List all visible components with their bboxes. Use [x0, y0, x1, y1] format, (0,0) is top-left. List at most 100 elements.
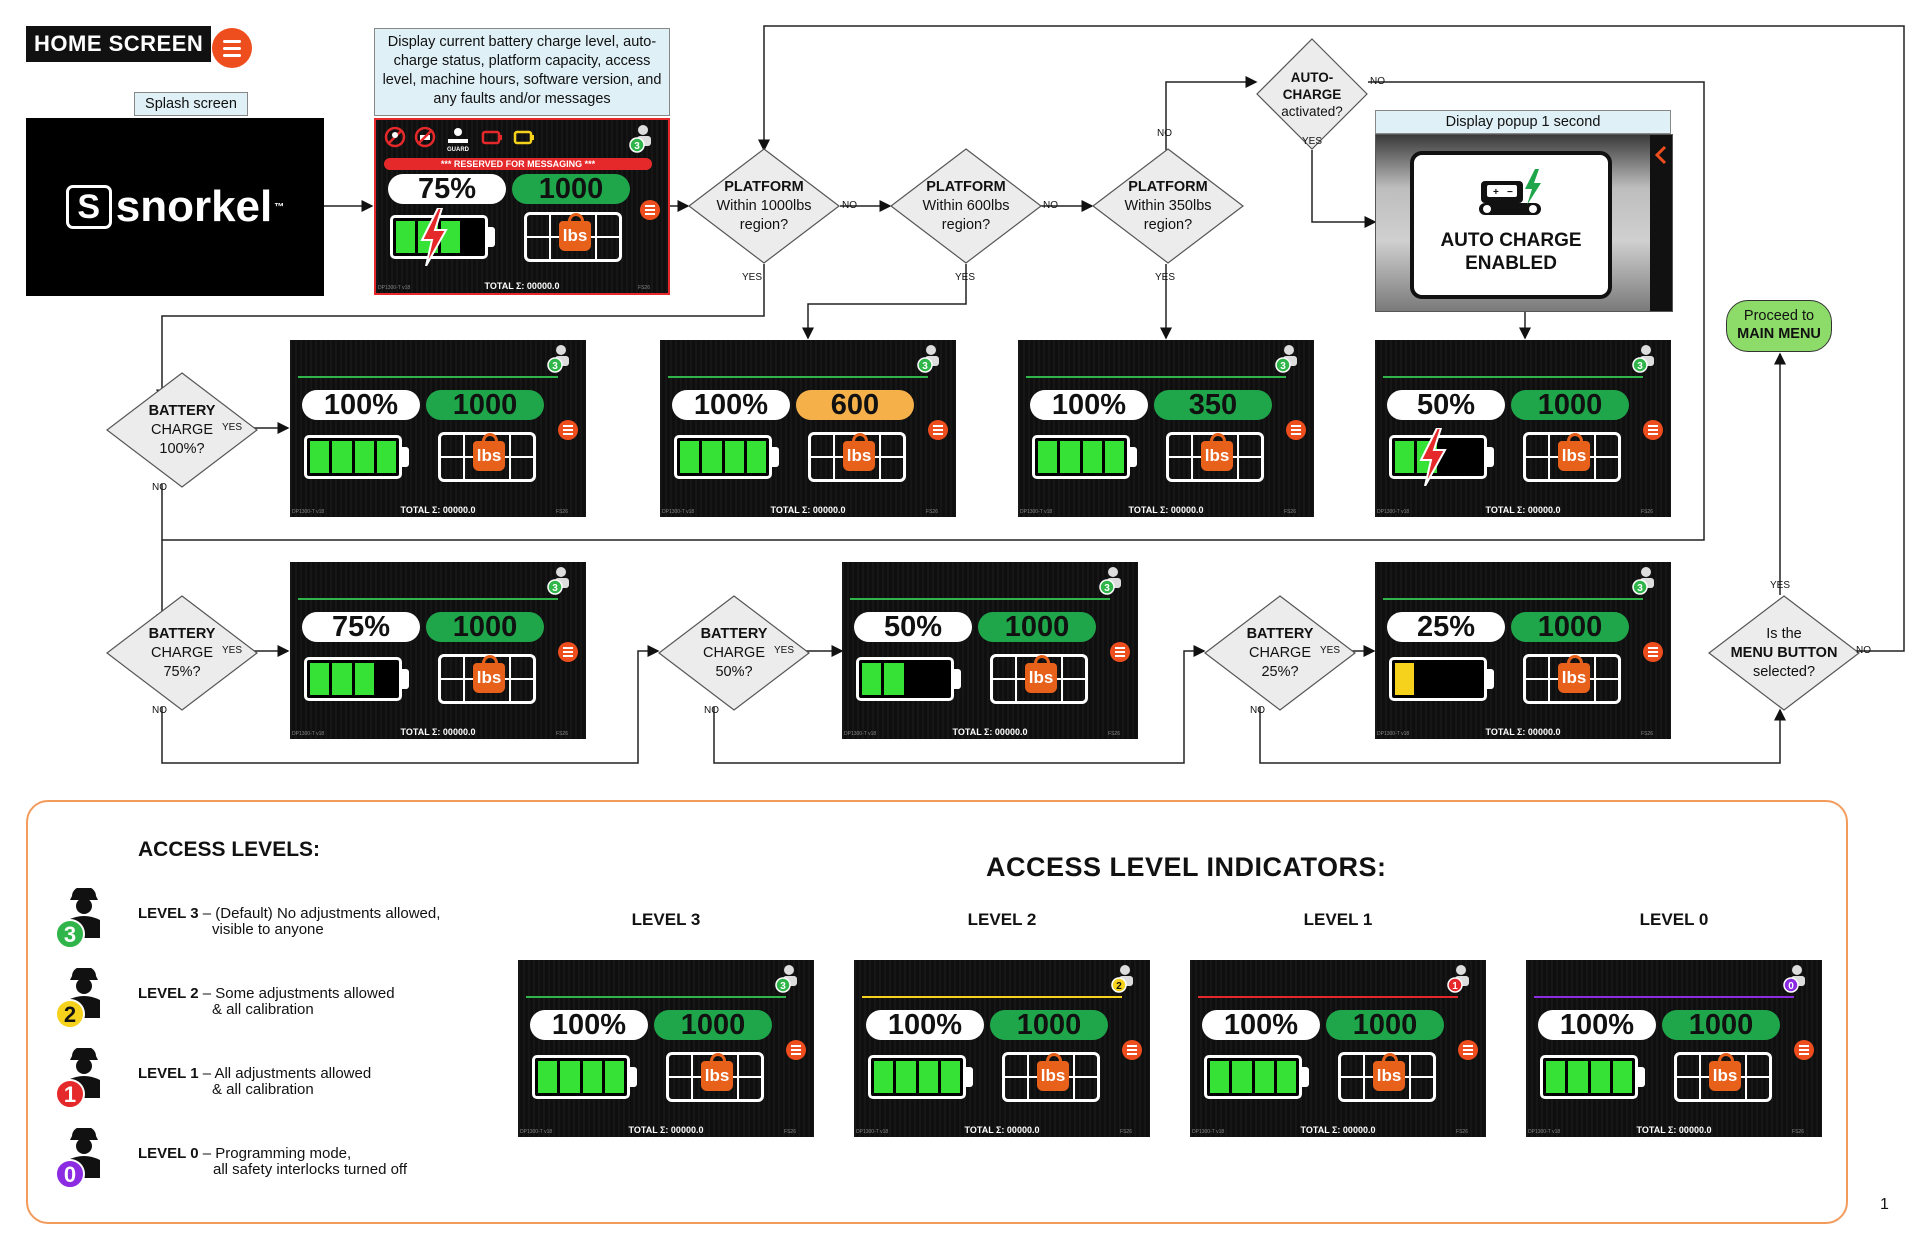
weight-icon: lbs — [1558, 655, 1590, 693]
access-level-name: LEVEL 0 — [138, 1145, 199, 1162]
auto-charge-line2: ENABLED — [1465, 253, 1557, 274]
decision-line3: 25%? — [1261, 663, 1299, 680]
platform-capacity: 1000 — [426, 612, 544, 642]
edge-label-yes: YES — [1302, 136, 1323, 147]
access-level-2-icon: 2 — [1111, 965, 1133, 993]
access-level-desc1: (Default) No adjustments allowed, — [215, 905, 441, 922]
auto-charge-line1: AUTO CHARGE — [1440, 230, 1582, 251]
software-version: DP1300-T v18 — [844, 731, 877, 737]
platform-load-icon: lbs — [438, 432, 536, 482]
edge-label-no: NO — [1856, 645, 1871, 656]
access-level-desc: LEVEL 0 – Programming mode,all safety in… — [138, 1145, 407, 1178]
menu-button[interactable] — [558, 642, 578, 662]
access-level-desc: LEVEL 1 – All adjustments allowed& all c… — [138, 1065, 372, 1098]
access-level-desc1: Some adjustments allowed — [215, 985, 395, 1002]
decision-line3: 50%? — [715, 663, 753, 680]
software-version: DP1300-T v18 — [378, 285, 411, 291]
decision-line3: selected? — [1752, 663, 1816, 680]
access-level-1-icon: 1 — [55, 1048, 100, 1109]
svg-text:3: 3 — [1104, 583, 1110, 594]
menu-button[interactable] — [1458, 1040, 1478, 1060]
access-levels-title: ACCESS LEVELS: — [138, 838, 321, 861]
menu-button[interactable] — [1110, 642, 1130, 662]
menu-button[interactable] — [1643, 642, 1663, 662]
menu-button[interactable] — [640, 200, 660, 220]
menu-button[interactable] — [1643, 420, 1663, 440]
menu-button[interactable] — [558, 420, 578, 440]
svg-text:3: 3 — [1280, 361, 1286, 372]
access-level-bar — [668, 376, 928, 378]
proceed-main-menu[interactable]: Proceed to MAIN MENU — [1726, 300, 1832, 352]
access-level-bar — [298, 598, 558, 600]
menu-button[interactable] — [1122, 1040, 1142, 1060]
decision-line1: BATTERY — [1246, 625, 1314, 642]
access-level-0-icon: 0 — [1783, 965, 1805, 993]
menu-button[interactable] — [786, 1040, 806, 1060]
svg-text:3: 3 — [552, 583, 558, 594]
battery-percent: 50% — [854, 612, 972, 642]
total-hours: TOTAL Σ: 00000.0 — [1636, 1125, 1712, 1135]
total-hours: TOTAL Σ: 00000.0 — [1485, 505, 1561, 515]
battery-terminal — [1301, 1067, 1309, 1087]
edge-label-yes: YES — [774, 645, 795, 656]
back-chevron-icon[interactable] — [1654, 145, 1668, 165]
access-level-3-icon: 3 — [1275, 345, 1297, 373]
svg-text:3: 3 — [780, 981, 786, 992]
access-level-desc: LEVEL 3 – (Default) No adjustments allow… — [138, 905, 441, 938]
access-level-3-icon: 3 — [547, 567, 569, 595]
access-level-3-icon: 3 — [1632, 345, 1654, 373]
platform-capacity: 1000 — [426, 390, 544, 420]
platform-load-icon: lbs — [524, 212, 622, 262]
access-level-bar — [1383, 598, 1643, 600]
indicator-heading: LEVEL 0 — [1639, 910, 1709, 929]
popup-sidebar — [1650, 135, 1672, 311]
battery-percent: 100% — [530, 1010, 648, 1040]
no-vehicle-icon — [414, 126, 436, 148]
decision-line2: CHARGE — [702, 644, 766, 661]
weight-icon: lbs — [1709, 1053, 1741, 1091]
logo-tm: ™ — [274, 201, 285, 213]
weight-icon: lbs — [701, 1053, 733, 1091]
engine-fault-icon — [481, 130, 502, 145]
access-level-3-icon: 3 — [629, 125, 651, 153]
svg-text:3: 3 — [552, 361, 558, 372]
access-level-desc1: All adjustments allowed — [214, 1065, 372, 1082]
platform-load-icon: lbs — [990, 654, 1088, 704]
svg-text:3: 3 — [1637, 361, 1643, 372]
menu-button[interactable] — [928, 420, 948, 440]
battery-percent: 100% — [1030, 390, 1148, 420]
battery-terminal — [629, 1067, 637, 1087]
screen-code: FS26 — [556, 731, 568, 737]
menu-button[interactable] — [1794, 1040, 1814, 1060]
indicator-heading: LEVEL 2 — [967, 910, 1037, 929]
software-version: DP1300-T v18 — [1377, 509, 1410, 515]
battery-percent: 25% — [1387, 612, 1505, 642]
battery-terminal — [1129, 447, 1137, 467]
screen-code: FS26 — [1641, 731, 1653, 737]
access-level-1-icon: 1 — [1447, 965, 1469, 993]
platform-capacity: 1000 — [990, 1010, 1108, 1040]
legend-panel — [26, 800, 1848, 1224]
indicator-heading: LEVEL 3 — [631, 910, 701, 929]
weight-icon: lbs — [473, 655, 505, 693]
access-level-name: LEVEL 3 — [138, 905, 199, 922]
access-level-bar — [862, 996, 1122, 998]
edge-label-no: NO — [1043, 200, 1058, 211]
access-level-bar — [850, 598, 1110, 600]
menu-button[interactable] — [1286, 420, 1306, 440]
battery-percent: 50% — [1387, 390, 1505, 420]
decision-diamond — [1256, 38, 1368, 150]
battery-terminal — [401, 447, 409, 467]
status-icons: GUARD — [384, 126, 536, 152]
